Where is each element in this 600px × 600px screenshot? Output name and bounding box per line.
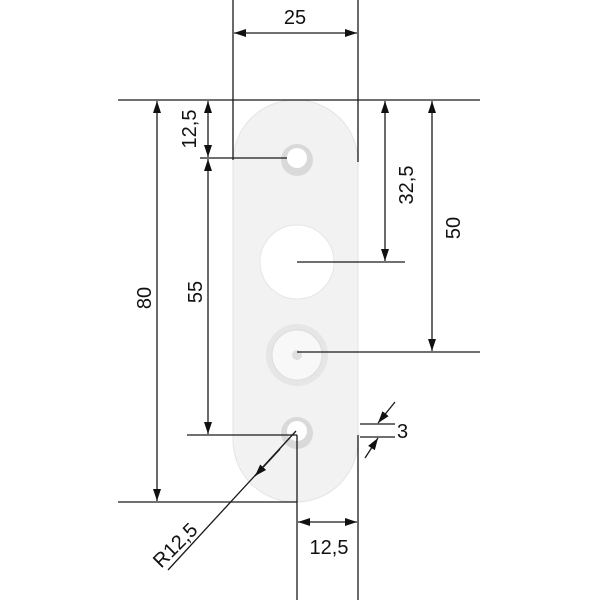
dim-center-hole-label: 32,5 [396, 166, 418, 205]
dim-width-label: 25 [284, 7, 306, 29]
dim-half-width-label: 12,5 [310, 537, 349, 559]
dim-thickness-label: 3 [397, 421, 408, 443]
dim-top-hole-label: 12,5 [179, 110, 201, 149]
third-recessed-hole [266, 324, 328, 386]
dim-third-hole-label: 50 [443, 217, 465, 239]
dimension-lines [153, 29, 436, 571]
top-countersunk-hole [281, 144, 313, 176]
dim-total-length-label: 80 [134, 287, 156, 309]
dim-hole-spacing-label: 55 [185, 281, 207, 303]
plate [232, 99, 359, 503]
extension-lines [118, 0, 480, 600]
dim-radius-label: R12,5 [149, 519, 202, 572]
